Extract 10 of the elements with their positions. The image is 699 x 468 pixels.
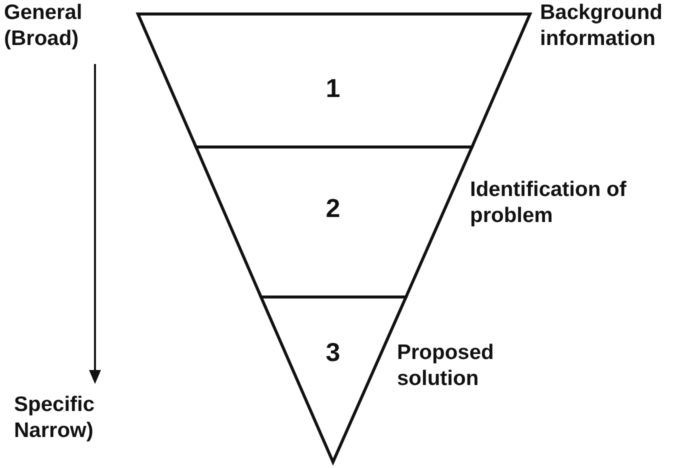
section-number: 3 — [326, 337, 340, 367]
section-caption: Proposed solution — [397, 340, 495, 392]
scale-label: Specific Narrow) — [14, 392, 96, 444]
section-number: 2 — [326, 193, 340, 223]
funnel-band — [138, 14, 530, 147]
scale-label: General (Broad) — [4, 0, 84, 52]
funnel-band — [196, 147, 472, 297]
section-caption: Identification of problem — [470, 177, 628, 229]
section-number: 1 — [326, 73, 340, 103]
section-caption: Background information — [540, 0, 664, 52]
